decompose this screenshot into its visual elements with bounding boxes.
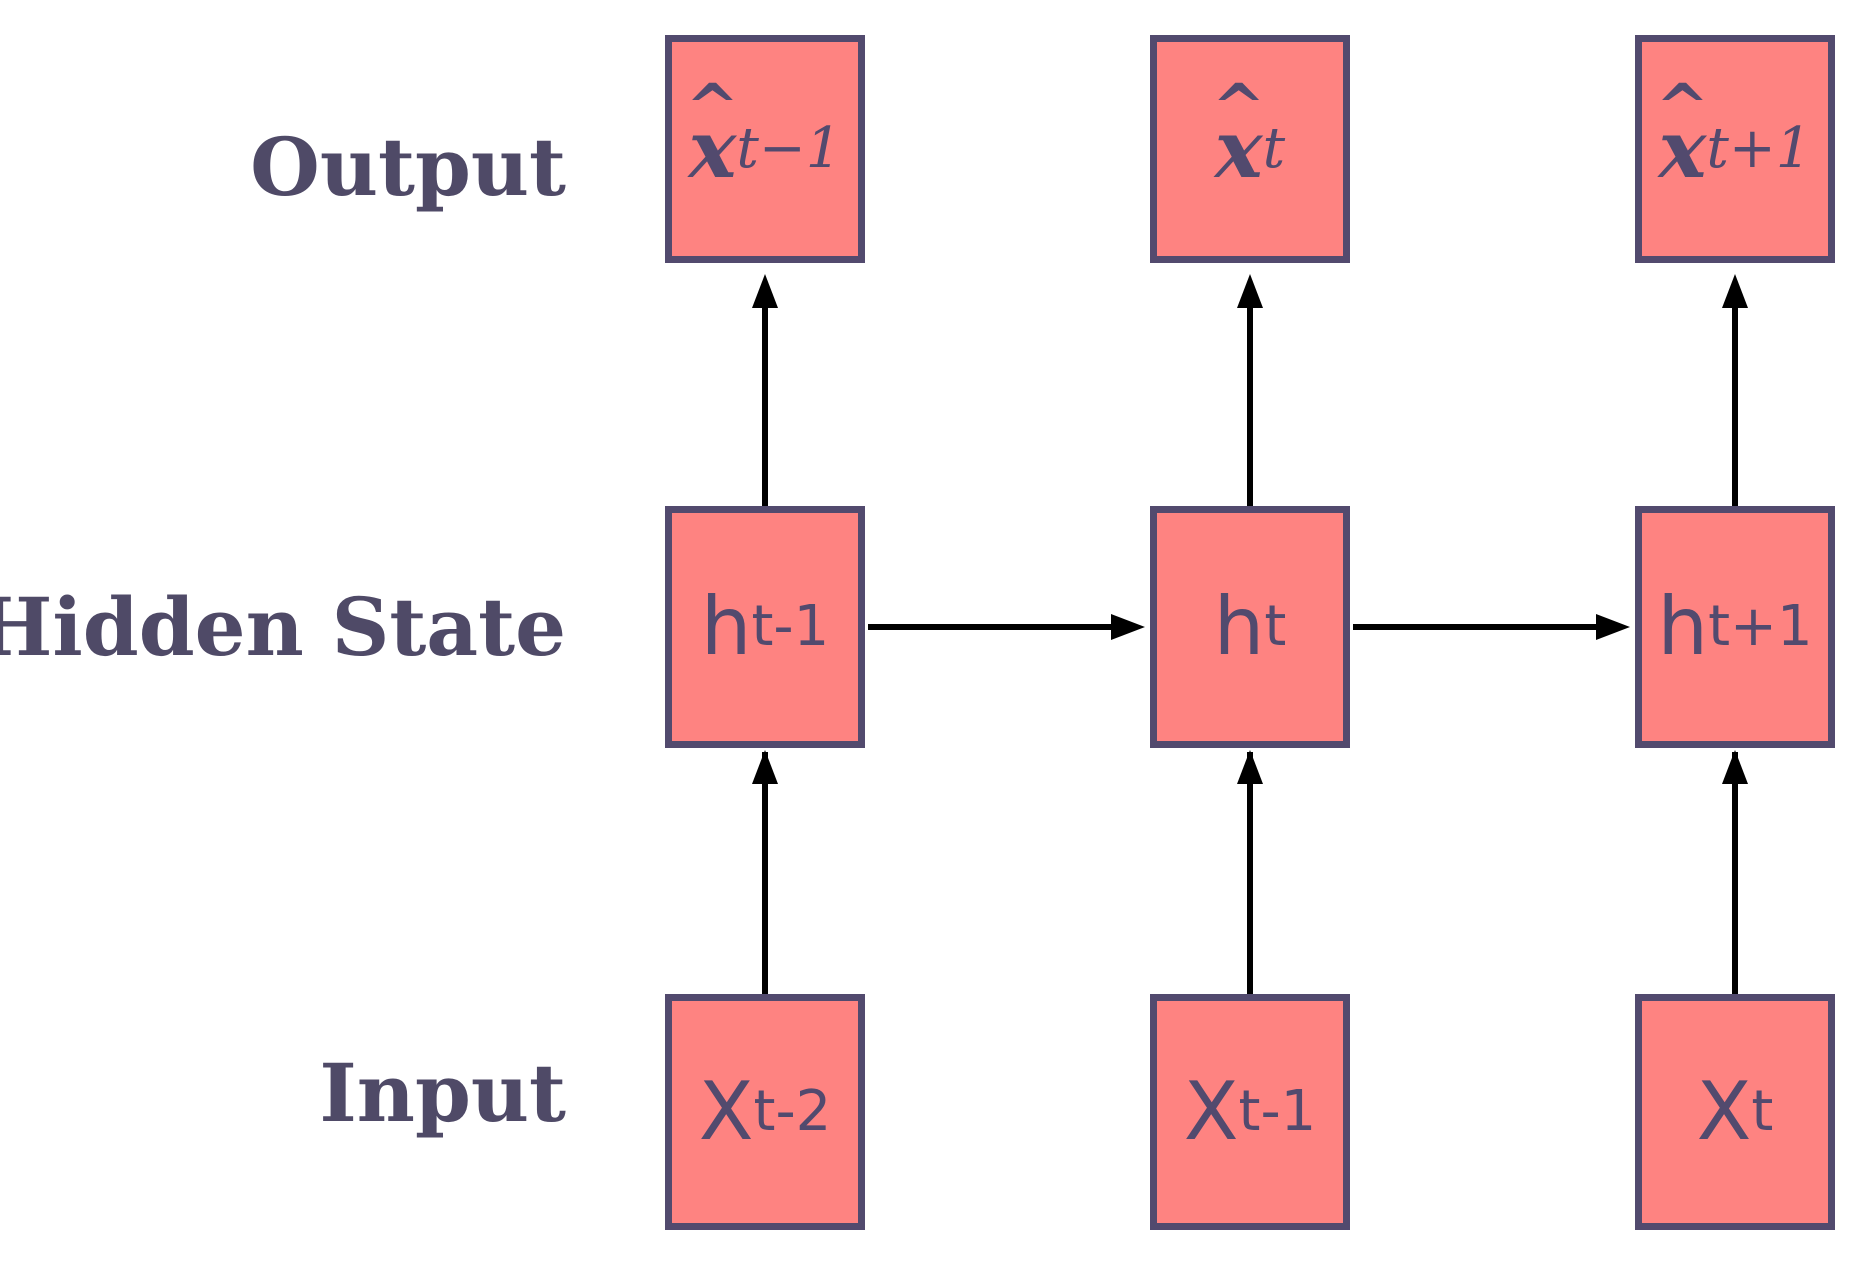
hat-accent-3: ^ xyxy=(1655,69,1710,145)
output-node-2-symbol: ^x xyxy=(1212,75,1266,189)
row-label-output: Output xyxy=(250,120,566,214)
input-node-1-subscript: t-2 xyxy=(753,1079,832,1144)
hidden-node-3-base: h xyxy=(1657,580,1709,673)
input-node-3-subscript: t xyxy=(1751,1079,1774,1144)
row-label-hidden-state: Hidden State xyxy=(0,580,566,674)
arrowhead-input-to-hidden-2 xyxy=(1237,750,1263,784)
arrowhead-hidden-to-output-1 xyxy=(752,274,778,308)
output-node-3-symbol: ^x xyxy=(1656,75,1710,189)
output-node-3-base: x xyxy=(1658,102,1707,196)
output-node-1-base: x xyxy=(688,102,737,196)
arrowhead-hidden-2-to-3 xyxy=(1596,614,1630,640)
arrowhead-hidden-to-output-2 xyxy=(1237,274,1263,308)
output-node-3-subscript: t+1 xyxy=(1706,116,1812,181)
output-node-1-symbol: ^x xyxy=(686,75,740,189)
hidden-node-1-base: h xyxy=(700,580,752,673)
hidden-node-2-base: h xyxy=(1213,580,1265,673)
hidden-node-3-subscript: t+1 xyxy=(1708,594,1813,659)
input-node-1-base: X xyxy=(698,1065,754,1158)
output-node-1-subscript: t−1 xyxy=(736,116,842,181)
arrowhead-hidden-to-output-3 xyxy=(1722,274,1748,308)
hidden-node-2-subscript: t xyxy=(1264,594,1287,659)
input-node-3-base: X xyxy=(1696,1065,1752,1158)
output-node-2-base: x xyxy=(1214,102,1263,196)
hidden-node-1-subscript: t-1 xyxy=(751,594,830,659)
arrowhead-input-to-hidden-1 xyxy=(752,750,778,784)
hat-accent-2: ^ xyxy=(1211,69,1266,145)
hat-accent-1: ^ xyxy=(685,69,740,145)
row-label-input: Input xyxy=(319,1046,566,1140)
input-node-2-base: X xyxy=(1183,1065,1239,1158)
arrowhead-input-to-hidden-3 xyxy=(1722,750,1748,784)
arrowhead-hidden-1-to-2 xyxy=(1111,614,1145,640)
output-node-2-subscript: t xyxy=(1262,116,1286,181)
input-node-2-subscript: t-1 xyxy=(1238,1079,1317,1144)
